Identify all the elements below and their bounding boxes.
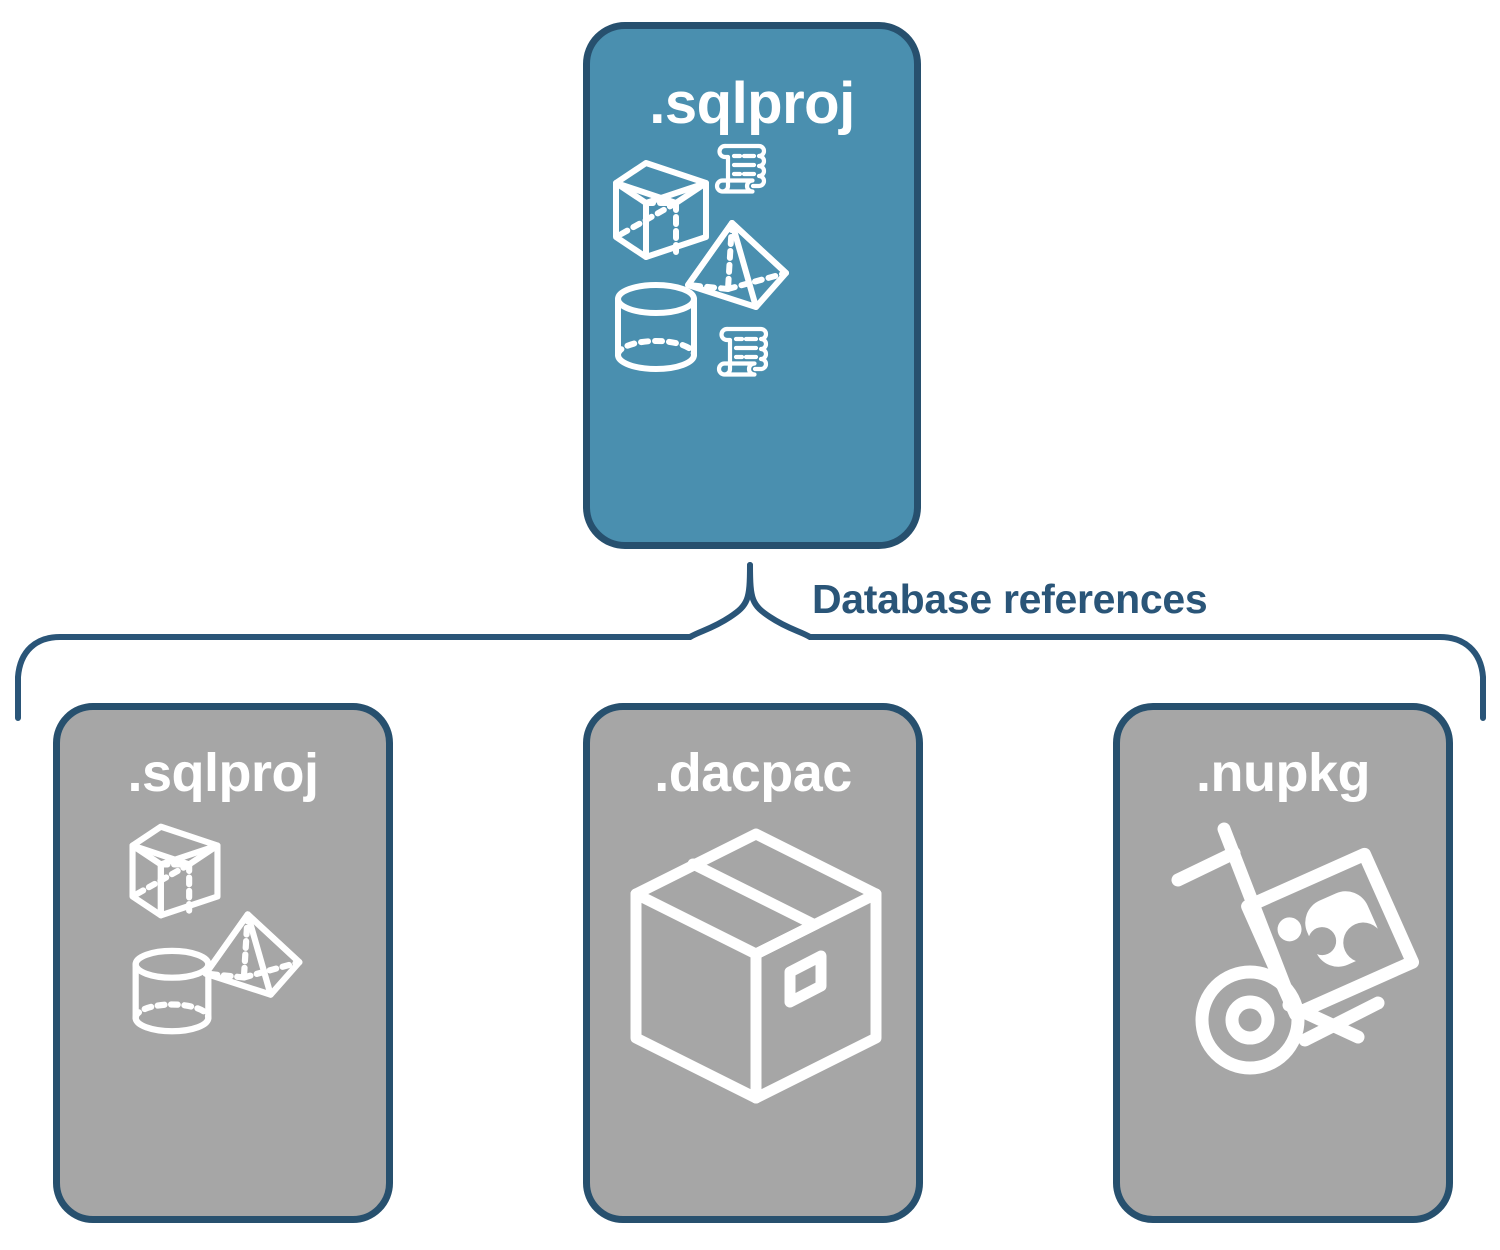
cylinder-wireframe-icon <box>132 947 212 1035</box>
node-ref-sqlproj-icon-area <box>60 800 386 1216</box>
node-ref-sqlproj-label: .sqlproj <box>127 743 319 803</box>
pyramid-wireframe-icon <box>202 911 303 998</box>
scroll-icon <box>714 143 767 194</box>
pyramid-wireframe-icon <box>685 220 789 310</box>
package-box-icon <box>630 828 882 1104</box>
node-root-sqlproj[interactable]: .sqlproj <box>583 22 921 549</box>
node-ref-dacpac[interactable]: .dacpac <box>583 703 923 1223</box>
node-ref-dacpac-label: .dacpac <box>654 743 852 803</box>
node-root-label: .sqlproj <box>649 71 855 136</box>
cube-wireframe-icon <box>129 823 221 919</box>
bracket-caption-label: Database references <box>812 576 1208 622</box>
node-ref-nupkg-label: .nupkg <box>1196 743 1370 803</box>
node-ref-nupkg[interactable]: .nupkg <box>1113 703 1453 1223</box>
cylinder-wireframe-icon <box>615 282 697 372</box>
hand-truck-nuget-icon <box>1171 822 1420 1075</box>
node-ref-sqlproj[interactable]: .sqlproj <box>53 703 393 1223</box>
node-ref-nupkg-icon-area <box>1120 800 1446 1216</box>
node-ref-dacpac-icon-area <box>590 800 916 1216</box>
node-root-icon-area <box>590 133 914 542</box>
cube-wireframe-icon <box>613 160 709 260</box>
scroll-icon <box>716 326 769 377</box>
